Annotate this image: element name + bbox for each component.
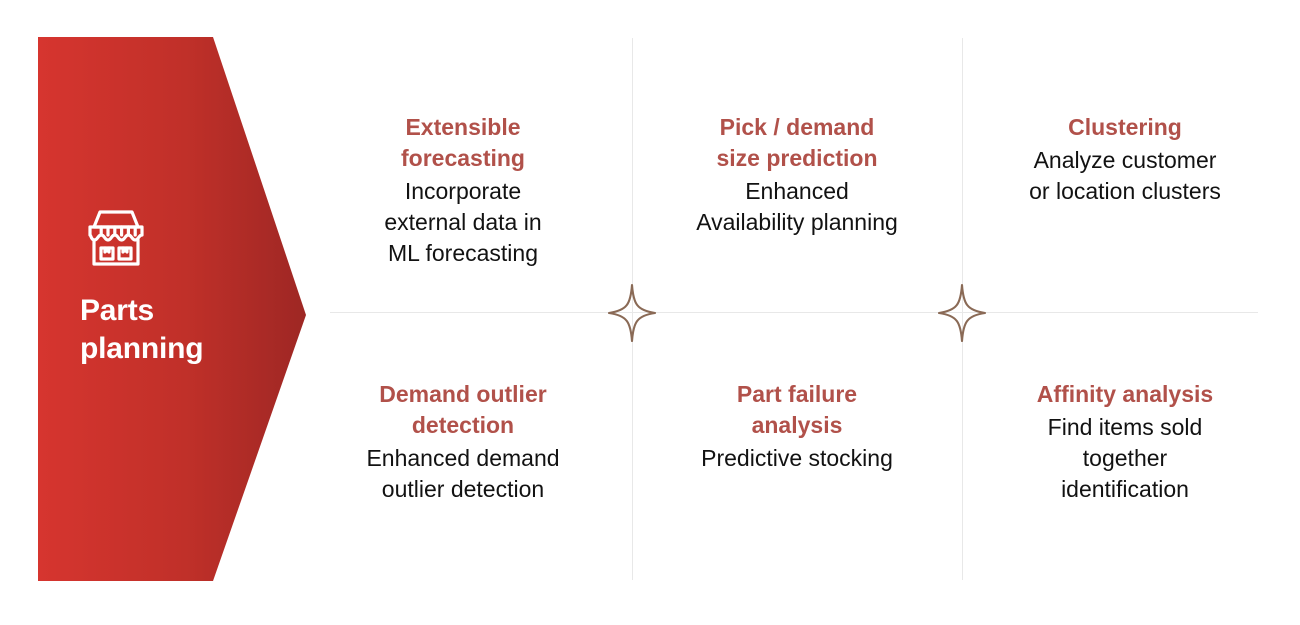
parts-planning-pillar[interactable]: Parts planning xyxy=(38,37,306,581)
card-body: Enhanced Availability planning xyxy=(696,177,898,235)
capability-card-part-failure-analysis[interactable]: Part failure analysis Predictive stockin… xyxy=(666,379,928,474)
four-point-star-icon-2 xyxy=(936,282,988,344)
capability-card-affinity-analysis[interactable]: Affinity analysis Find items sold togeth… xyxy=(996,379,1254,506)
vertical-divider-2 xyxy=(962,38,963,580)
capability-card-pick-demand-size-prediction[interactable]: Pick / demand size prediction Enhanced A… xyxy=(666,112,928,238)
card-title: Pick / demand size prediction xyxy=(716,114,878,171)
capability-card-demand-outlier-detection[interactable]: Demand outlier detection Enhanced demand… xyxy=(334,379,592,505)
pillar-content: Parts planning xyxy=(80,202,260,369)
card-title: Affinity analysis xyxy=(1036,381,1214,407)
horizontal-divider xyxy=(330,312,1258,313)
four-point-star-icon-1 xyxy=(606,282,658,344)
card-body: Analyze customer or location clusters xyxy=(1029,146,1221,205)
vertical-divider-1 xyxy=(632,38,633,580)
card-body: Predictive stocking xyxy=(701,444,893,471)
card-title: Extensible forecasting xyxy=(401,114,525,171)
pillar-arrow-shape xyxy=(38,37,306,581)
pillar-title: Parts planning xyxy=(80,294,204,366)
capability-card-extensible-forecasting[interactable]: Extensible forecasting Incorporate exter… xyxy=(334,112,592,269)
card-body: Find items sold together identification xyxy=(1047,413,1203,503)
storefront-icon xyxy=(80,202,152,274)
card-title: Clustering xyxy=(1068,114,1182,140)
card-title: Part failure analysis xyxy=(736,381,858,438)
capability-card-clustering[interactable]: Clustering Analyze customer or location … xyxy=(996,112,1254,207)
card-title: Demand outlier detection xyxy=(379,381,547,438)
card-body: Incorporate external data in ML forecast… xyxy=(384,177,542,267)
card-body: Enhanced demand outlier detection xyxy=(366,444,560,502)
